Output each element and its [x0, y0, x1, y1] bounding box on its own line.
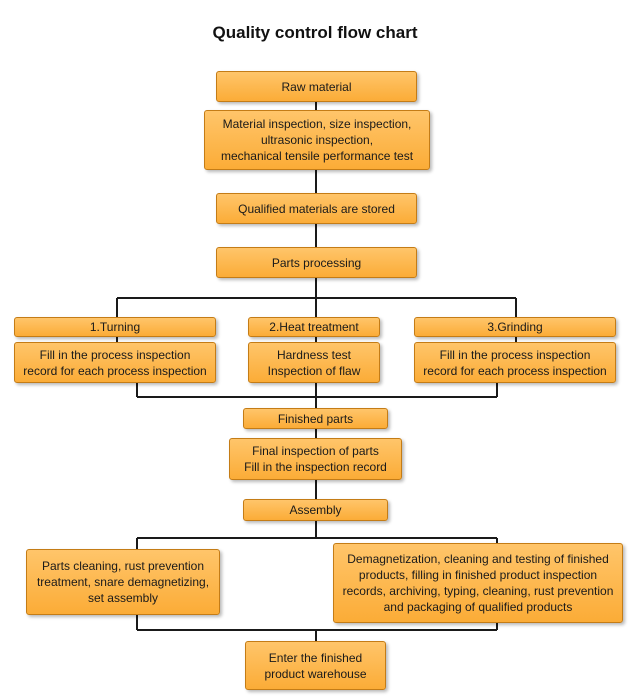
node-heat-treatment: 2.Heat treatment [248, 317, 380, 337]
node-qualified-stored: Qualified materials are stored [216, 193, 417, 224]
node-parts-cleaning: Parts cleaning, rust prevention treatmen… [26, 549, 220, 615]
node-grinding: 3.Grinding [414, 317, 616, 337]
node-final-inspection: Final inspection of parts Fill in the in… [229, 438, 402, 480]
node-material-inspection: Material inspection, size inspection, ul… [204, 110, 430, 170]
node-raw-material: Raw material [216, 71, 417, 102]
node-assembly: Assembly [243, 499, 388, 521]
node-finished-parts: Finished parts [243, 408, 388, 429]
node-heat-treatment-tests: Hardness test Inspection of flaw [248, 342, 380, 383]
node-warehouse: Enter the finished product warehouse [245, 641, 386, 690]
chart-title: Quality control flow chart [212, 23, 418, 42]
node-turning-record: Fill in the process inspection record fo… [14, 342, 216, 383]
node-parts-processing: Parts processing [216, 247, 417, 278]
node-turning: 1.Turning [14, 317, 216, 337]
node-demagnetization: Demagnetization, cleaning and testing of… [333, 543, 623, 623]
node-grinding-record: Fill in the process inspection record fo… [414, 342, 616, 383]
